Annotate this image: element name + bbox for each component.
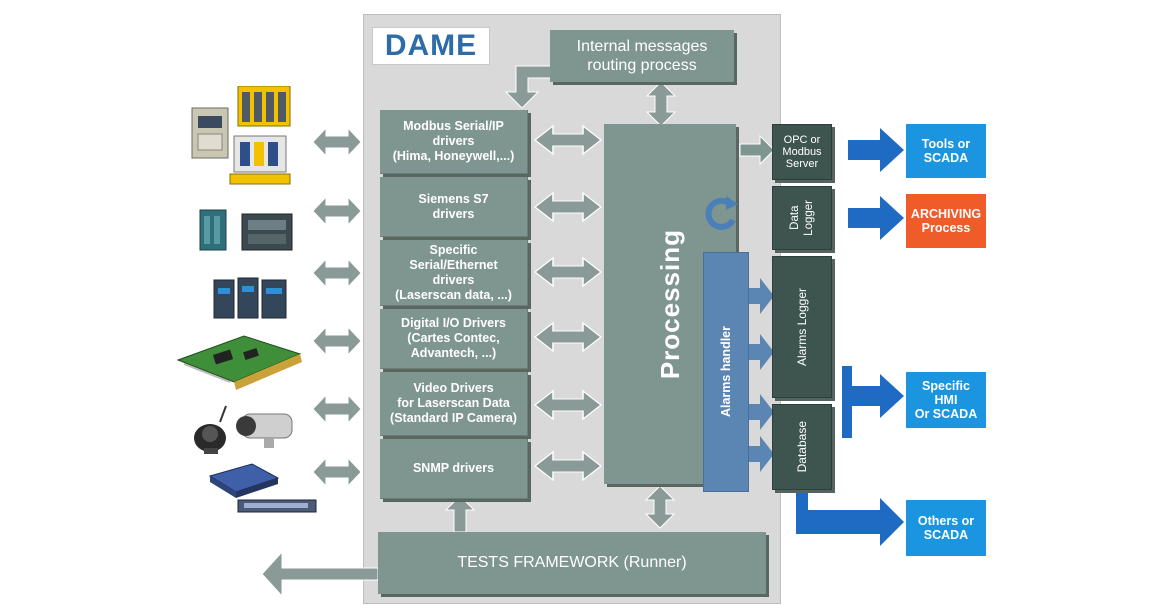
tools-scada-box: Tools or SCADA [906, 124, 986, 178]
network-switch-icon [208, 463, 317, 513]
alarms-logger-label: Alarms Logger [795, 287, 809, 367]
video-drivers-label: Video Drivers for Laserscan Data (Standa… [390, 381, 517, 425]
tools-scada-label: Tools or SCADA [921, 137, 971, 165]
others-scada-box: Others or SCADA [906, 500, 986, 556]
tests-framework-label: TESTS FRAMEWORK (Runner) [457, 554, 687, 571]
database-box: Database [772, 404, 832, 490]
tests-framework-box: TESTS FRAMEWORK (Runner) [378, 532, 766, 594]
database-label: Database [795, 421, 809, 473]
routing-process-box: Internal messages routing process [550, 30, 734, 82]
specific-hmi-box: Specific HMI Or SCADA [906, 372, 986, 428]
digital-io-drivers-box: Digital I/O Drivers (Cartes Contec, Adva… [380, 309, 528, 369]
routing-process-label: Internal messages routing process [576, 38, 708, 74]
alarms-logger-box: Alarms Logger [772, 256, 832, 398]
processing-label: Processing [654, 228, 685, 380]
data-logger-box: Data Logger [772, 186, 832, 250]
data-logger-label: Data Logger [789, 200, 815, 236]
modbus-drivers-box: Modbus Serial/IP drivers (Hima, Honeywel… [380, 110, 528, 174]
specific-drivers-label: Specific Serial/Ethernet drivers (Lasers… [395, 242, 512, 302]
siemens-drivers-label: Siemens S7 drivers [418, 191, 489, 221]
output-arrows [796, 128, 904, 546]
dame-logo: DAME [372, 27, 490, 65]
opc-modbus-server-label: OPC or Modbus Server [782, 134, 822, 170]
specific-hmi-label: Specific HMI Or SCADA [914, 379, 978, 421]
opc-modbus-server-box: OPC or Modbus Server [772, 124, 832, 180]
refresh-icon [705, 196, 738, 230]
modbus-drivers-label: Modbus Serial/IP drivers (Hima, Honeywel… [392, 119, 515, 163]
plc-devices-icon [191, 86, 291, 185]
specific-drivers-box: Specific Serial/Ethernet drivers (Lasers… [380, 240, 528, 306]
archiving-process-label: ARCHIVING Process [910, 207, 982, 235]
processing-arrows [534, 125, 602, 481]
siemens-modules-icon [199, 209, 293, 251]
alarms-handler-box: Alarms handler [703, 252, 749, 492]
ethernet-modules-icon [213, 277, 287, 319]
ip-camera-icon [194, 405, 293, 454]
io-card-icon [176, 335, 302, 390]
snmp-drivers-label: SNMP drivers [412, 461, 495, 475]
device-arrows [312, 127, 362, 487]
dame-logo-text: DAME [384, 29, 478, 62]
siemens-drivers-box: Siemens S7 drivers [380, 177, 528, 237]
archiving-process-box: ARCHIVING Process [906, 194, 986, 248]
snmp-drivers-box: SNMP drivers [380, 439, 528, 499]
alarms-handler-label: Alarms handler [719, 326, 733, 418]
video-drivers-box: Video Drivers for Laserscan Data (Standa… [380, 372, 528, 436]
digital-io-drivers-label: Digital I/O Drivers (Cartes Contec, Adva… [401, 316, 506, 360]
others-scada-label: Others or SCADA [917, 514, 975, 542]
